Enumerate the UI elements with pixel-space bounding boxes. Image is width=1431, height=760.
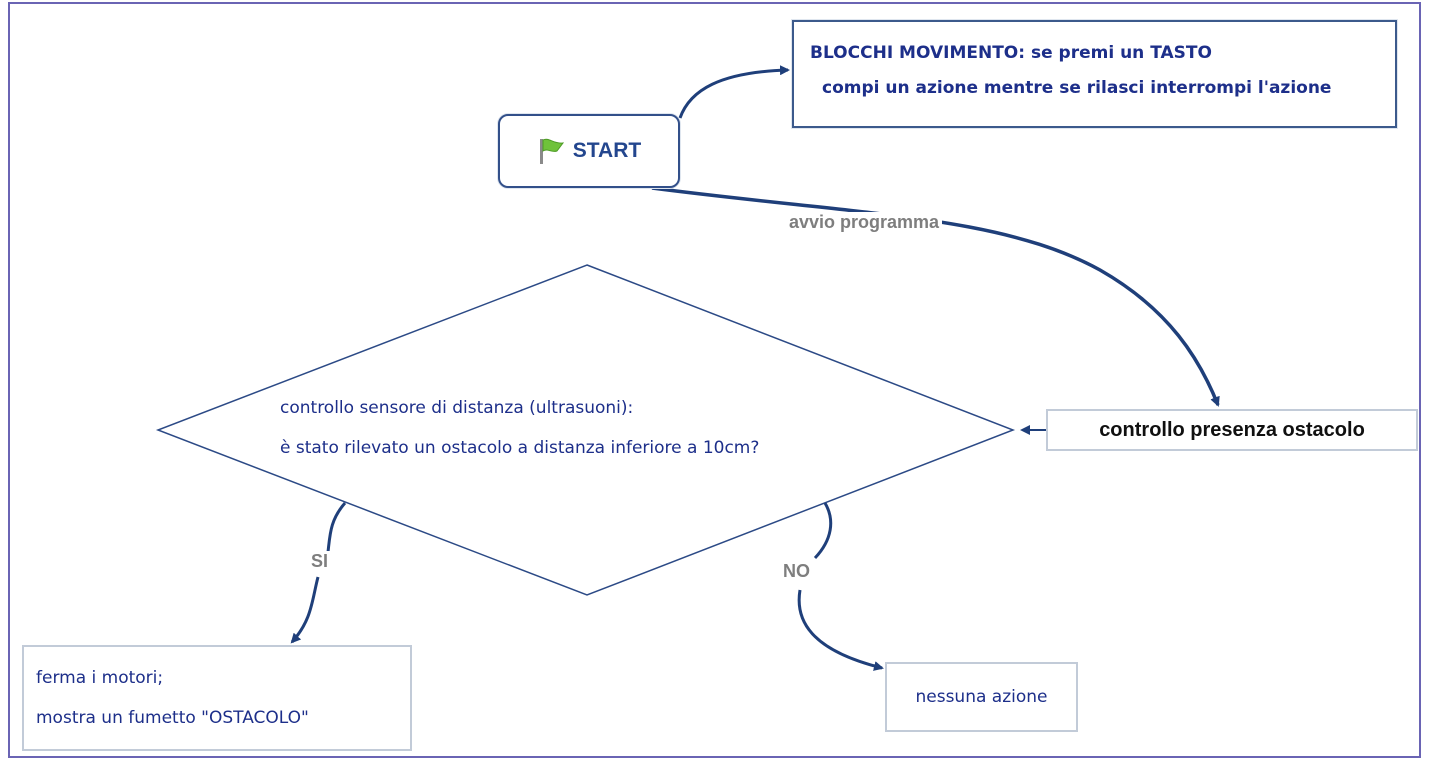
- decision-line1: controllo sensore di distanza (ultrasuon…: [280, 398, 634, 418]
- connector-start-to-note: [678, 65, 790, 119]
- start-node: START: [498, 114, 680, 188]
- movement-note-box: BLOCCHI MOVIMENTO: se premi un TASTO com…: [792, 20, 1397, 128]
- edge-label-avvio: avvio programma: [786, 212, 943, 233]
- yes-action-box: ferma i motori; mostra un fumetto "OSTAC…: [22, 645, 412, 751]
- yes-action-line1: ferma i motori;: [36, 668, 164, 688]
- decision-text: controllo sensore di distanza (ultrasuon…: [280, 395, 940, 461]
- edge-label-si: SI: [308, 551, 332, 572]
- connector-yes: [292, 502, 347, 642]
- movement-note-line2: compi un azione mentre se rilasci interr…: [822, 78, 1332, 98]
- connector-no: [797, 502, 882, 668]
- connector-start-to-check: [651, 186, 1220, 407]
- no-action-box: nessuna azione: [885, 662, 1078, 732]
- edge-label-no: NO: [780, 561, 813, 582]
- movement-note-line1: BLOCCHI MOVIMENTO: se premi un TASTO: [810, 43, 1212, 63]
- check-node-label: controllo presenza ostacolo: [1099, 418, 1365, 441]
- check-node: controllo presenza ostacolo: [1046, 409, 1418, 451]
- no-action-label: nessuna azione: [915, 687, 1048, 707]
- decision-line2: è stato rilevato un ostacolo a distanza …: [280, 438, 760, 458]
- start-label: START: [572, 139, 642, 162]
- yes-action-line2: mostra un fumetto "OSTACOLO": [36, 708, 309, 728]
- decision-diamond: [155, 264, 1016, 596]
- green-flag-icon: [539, 138, 564, 164]
